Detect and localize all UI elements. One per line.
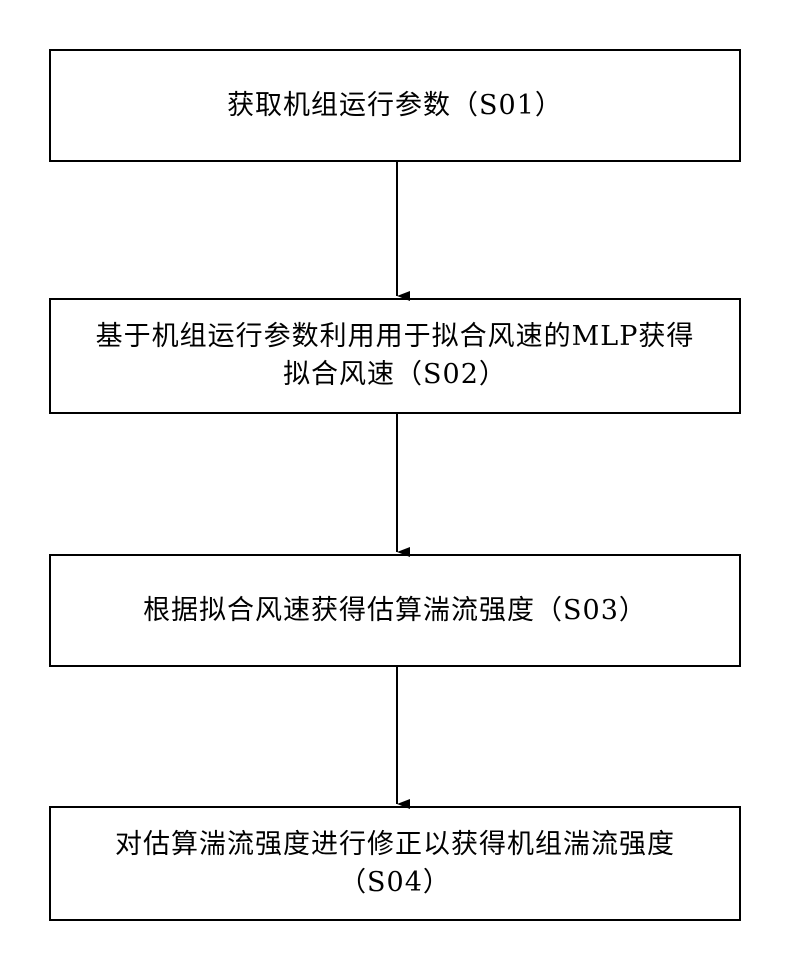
step-text-s04-line1: 对估算湍流强度进行修正以获得机组湍流强度 xyxy=(115,826,675,864)
step-text-s03-line1: 根据拟合风速获得估算湍流强度（S03） xyxy=(143,592,647,630)
step-text-s01-line1: 获取机组运行参数（S01） xyxy=(227,87,563,125)
step-text-s04-line2: （S04） xyxy=(339,864,451,902)
step-box-s01: 获取机组运行参数（S01） xyxy=(49,49,741,162)
step-box-s02: 基于机组运行参数利用用于拟合风速的MLP获得 拟合风速（S02） xyxy=(49,298,741,414)
step-text-s02-line2: 拟合风速（S02） xyxy=(283,356,507,394)
step-box-s03: 根据拟合风速获得估算湍流强度（S03） xyxy=(49,554,741,667)
step-box-s04: 对估算湍流强度进行修正以获得机组湍流强度 （S04） xyxy=(49,806,741,921)
step-text-s02-line1: 基于机组运行参数利用用于拟合风速的MLP获得 xyxy=(96,318,695,356)
